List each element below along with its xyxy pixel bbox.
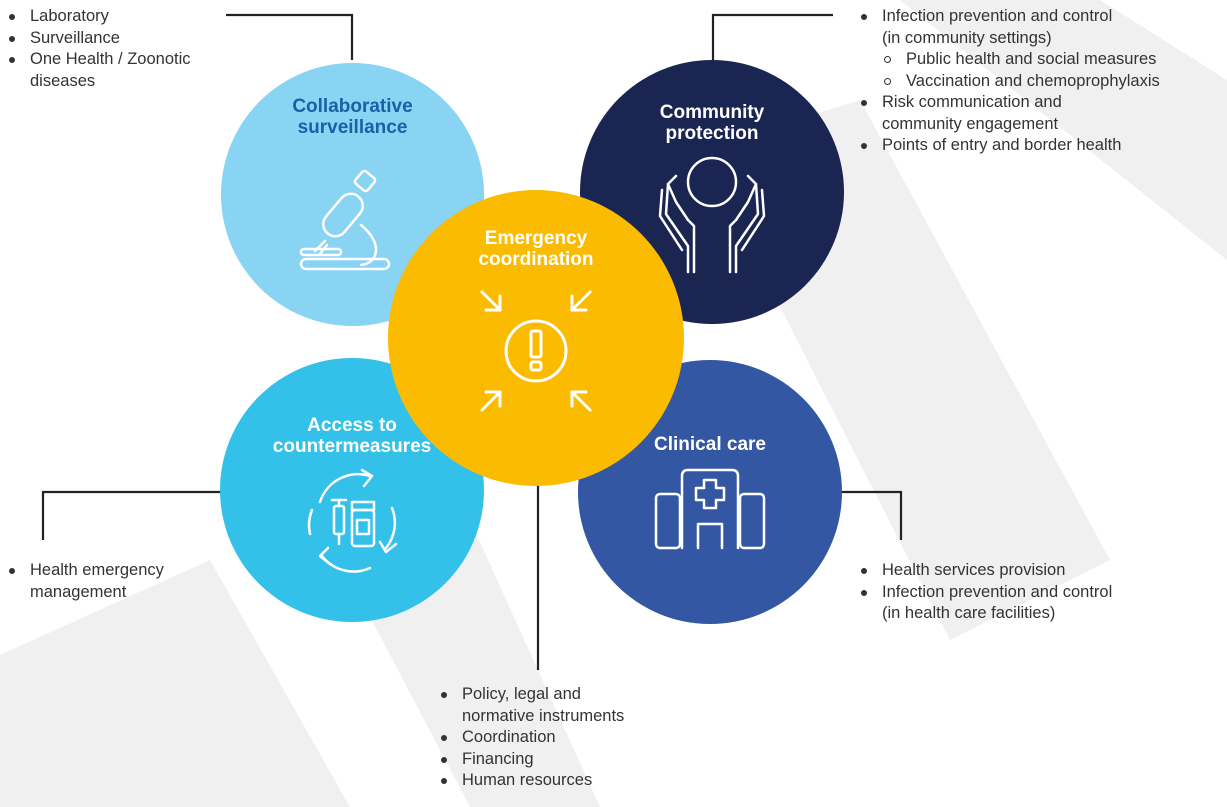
list-item: Laboratory [4,6,224,28]
list-item: Health emergency management [4,560,214,603]
list-item: Policy, legal and normative instruments [436,684,716,727]
connector-community [711,13,833,60]
community-list: Infection prevention and control (in com… [856,6,1226,157]
connector-countermeasures [41,490,228,540]
emergency-coordination-title: Emergency coordination [478,228,594,270]
hospital-icon [654,468,766,550]
list-item: Surveillance [4,28,224,50]
list-item: Points of entry and border health [856,135,1226,157]
list-item: Risk communication and community engagem… [856,92,1226,135]
protecting-hands-icon [658,156,766,274]
connector-clinical [838,490,903,540]
list-item: One Health / Zoonotic diseases [4,49,224,92]
connector-surveillance [226,13,354,60]
connector-lines [41,13,903,670]
access-to-countermeasures-title: Access to countermeasures [272,415,432,457]
emergency-coordination-circle: Emergency coordination [388,190,684,486]
sub-list-item: Public health and social measures [856,49,1226,71]
countermeasures-list: Health emergency management [4,560,214,603]
microscope-icon [299,169,391,271]
list-item: Infection prevention and control (in com… [856,6,1226,49]
list-item: Financing [436,749,716,771]
alert-converging-arrows-icon [480,290,592,412]
list-item: Health services provision [856,560,1186,582]
sub-list-item: Vaccination and chemoprophylaxis [856,71,1226,93]
medicine-cycle-icon [307,468,398,573]
clinical-care-title: Clinical care [654,434,766,455]
collaborative-surveillance-title: Collaborative surveillance [292,96,413,138]
list-item: Infection prevention and control (in hea… [856,582,1186,625]
list-item: Human resources [436,770,716,792]
list-item: Coordination [436,727,716,749]
community-protection-title: Community protection [659,102,765,144]
